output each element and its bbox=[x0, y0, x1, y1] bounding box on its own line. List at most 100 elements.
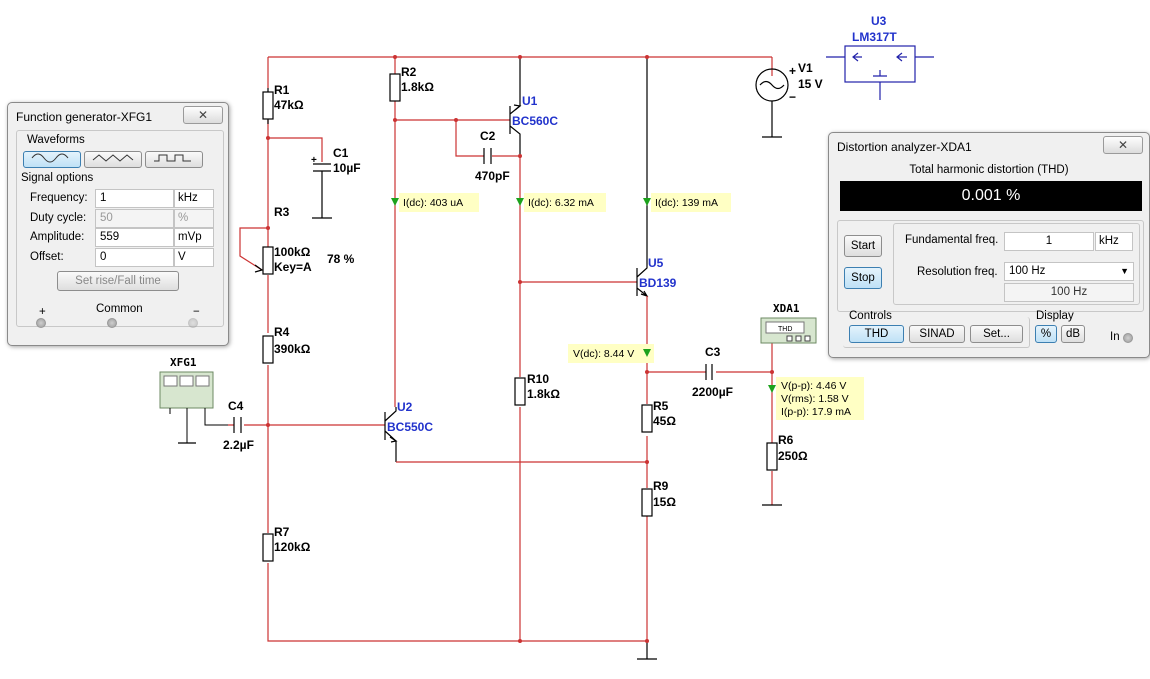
sinad-button[interactable]: SINAD bbox=[909, 325, 965, 343]
square-wave-button[interactable] bbox=[145, 151, 203, 168]
r10-value: 1.8kΩ bbox=[527, 387, 560, 401]
xfg1-instrument[interactable] bbox=[159, 371, 228, 444]
r1-label: R1 bbox=[274, 83, 290, 97]
resolution-freq-select[interactable]: 100 Hz ▼ bbox=[1004, 262, 1134, 281]
duty-cycle-unit[interactable]: % bbox=[174, 209, 214, 228]
c1-capacitor[interactable]: + bbox=[311, 155, 332, 219]
signal-options-label: Signal options bbox=[21, 172, 94, 184]
offset-unit[interactable]: V bbox=[174, 248, 214, 267]
controls-label: Controls bbox=[849, 310, 892, 322]
minus-terminal[interactable] bbox=[188, 318, 198, 328]
amplitude-unit[interactable]: mVp bbox=[174, 228, 214, 247]
u2-label: U2 bbox=[397, 400, 413, 414]
u3-label: U3 bbox=[871, 14, 887, 28]
square-wave-icon bbox=[154, 154, 191, 162]
probe-current-u5[interactable]: I(dc): 139 mA bbox=[643, 193, 731, 212]
c4-value: 2.2µF bbox=[223, 438, 254, 452]
xda1-instrument[interactable] bbox=[760, 317, 817, 344]
r7-resistor[interactable] bbox=[262, 533, 274, 562]
r10-resistor[interactable] bbox=[514, 377, 526, 406]
r5-value: 45Ω bbox=[653, 414, 676, 428]
stop-button[interactable]: Stop bbox=[844, 267, 882, 289]
amplitude-input[interactable]: 559 bbox=[95, 228, 174, 247]
u3-regulator[interactable] bbox=[826, 45, 934, 100]
c4-capacitor[interactable] bbox=[233, 417, 242, 433]
c1-wire bbox=[268, 137, 323, 162]
display-label: Display bbox=[1036, 310, 1074, 322]
r4-resistor[interactable] bbox=[262, 335, 274, 364]
distortion-analyzer-close-button[interactable]: ✕ bbox=[1103, 136, 1143, 154]
triangle-wave-button[interactable] bbox=[84, 151, 142, 168]
svg-text:V(p-p): 4.46 V: V(p-p): 4.46 V bbox=[781, 380, 846, 392]
plus-terminal[interactable] bbox=[36, 318, 46, 328]
function-generator-panel: Waveforms Signal options Frequency: 1 kH… bbox=[16, 130, 224, 327]
offset-input[interactable]: 0 bbox=[95, 248, 174, 267]
r3-potentiometer[interactable] bbox=[239, 227, 274, 275]
distortion-analyzer-title: Distortion analyzer-XDA1 bbox=[837, 140, 972, 154]
function-generator-window: Function generator-XFG1 ✕ Waveforms Sign… bbox=[7, 102, 229, 346]
r3-label: R3 bbox=[274, 205, 290, 219]
r9-resistor[interactable] bbox=[641, 488, 653, 517]
resolution-freq-value: 100 Hz bbox=[1009, 265, 1046, 277]
percent-button[interactable]: % bbox=[1035, 325, 1057, 343]
thd-button[interactable]: THD bbox=[849, 325, 904, 343]
sine-wave-icon bbox=[31, 153, 69, 163]
left-bus-wire bbox=[267, 57, 647, 642]
sine-wave-button[interactable] bbox=[23, 151, 81, 168]
common-terminal[interactable] bbox=[107, 318, 117, 328]
xfg1-label: XFG1 bbox=[170, 356, 197, 369]
frequency-unit[interactable]: kHz bbox=[174, 189, 214, 208]
in-terminal[interactable] bbox=[1123, 333, 1133, 343]
function-generator-title: Function generator-XFG1 bbox=[16, 110, 153, 124]
xda1-label: XDA1 bbox=[773, 302, 800, 315]
start-button[interactable]: Start bbox=[844, 235, 882, 257]
probe-voltage-output[interactable]: V(dc): 8.44 V bbox=[568, 344, 654, 363]
r2-resistor[interactable] bbox=[389, 73, 401, 102]
r6-value: 250Ω bbox=[778, 449, 808, 463]
c1-value: 10µF bbox=[333, 161, 361, 175]
set-rise-fall-time-button[interactable]: Set rise/Fall time bbox=[57, 271, 179, 291]
c3-label: C3 bbox=[705, 345, 721, 359]
probe-load[interactable]: V(p-p): 4.46 V V(rms): 1.58 V I(p-p): 17… bbox=[768, 377, 864, 420]
c3-capacitor[interactable] bbox=[705, 364, 713, 380]
amplitude-label: Amplitude: bbox=[30, 231, 85, 243]
u1-transistor[interactable] bbox=[509, 57, 522, 158]
v1-minus: − bbox=[789, 90, 796, 104]
u3-part: LM317T bbox=[852, 30, 897, 44]
r2-label: R2 bbox=[401, 65, 417, 79]
fundamental-freq-unit[interactable]: kHz bbox=[1095, 232, 1133, 251]
plus-terminal-label: + bbox=[39, 306, 46, 318]
svg-text:I(p-p): 17.9 mA: I(p-p): 17.9 mA bbox=[781, 406, 851, 418]
c2-label: C2 bbox=[480, 129, 496, 143]
fundamental-freq-input[interactable]: 1 bbox=[1004, 232, 1094, 251]
r3-value: 100kΩ bbox=[274, 245, 311, 259]
db-button[interactable]: dB bbox=[1061, 325, 1085, 343]
fundamental-freq-label: Fundamental freq. bbox=[905, 234, 999, 246]
probe-current-u1[interactable]: I(dc): 6.32 mA bbox=[516, 193, 606, 212]
v1-source[interactable] bbox=[755, 68, 789, 138]
u2-part: BC550C bbox=[387, 420, 433, 434]
duty-cycle-label: Duty cycle: bbox=[30, 212, 87, 224]
svg-text:I(dc): 403 uA: I(dc): 403 uA bbox=[403, 197, 463, 209]
probe-current-r2[interactable]: I(dc): 403 uA bbox=[391, 193, 479, 212]
c2-capacitor[interactable] bbox=[483, 148, 492, 164]
c3-value: 2200µF bbox=[692, 385, 733, 399]
common-terminal-label: Common bbox=[96, 303, 143, 315]
r6-resistor[interactable] bbox=[766, 442, 778, 471]
v1-label: V1 bbox=[798, 61, 813, 75]
r3-setting: 78 % bbox=[327, 252, 355, 266]
frequency-input[interactable]: 1 bbox=[95, 189, 174, 208]
xda1-screen-text: THD bbox=[778, 326, 792, 333]
controls-panel bbox=[843, 317, 1030, 348]
u5-transistor[interactable] bbox=[636, 57, 649, 298]
r7-value: 120kΩ bbox=[274, 540, 311, 554]
r5-resistor[interactable] bbox=[641, 404, 653, 433]
duty-cycle-input[interactable]: 50 bbox=[95, 209, 174, 228]
function-generator-close-button[interactable]: ✕ bbox=[183, 106, 223, 124]
u2-transistor[interactable] bbox=[384, 407, 398, 462]
v1-value: 15 V bbox=[798, 77, 823, 91]
r1-resistor[interactable] bbox=[262, 91, 274, 120]
r7-label: R7 bbox=[274, 525, 290, 539]
set-button[interactable]: Set... bbox=[970, 325, 1023, 343]
